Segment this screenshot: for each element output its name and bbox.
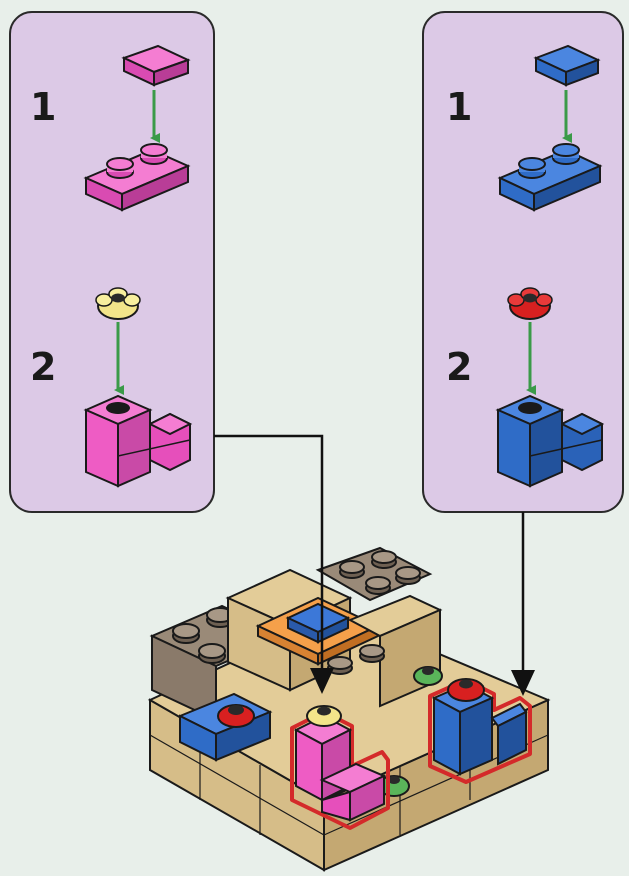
red-flower-part (507, 287, 553, 320)
pink-brick-part (83, 394, 193, 488)
pink-seat-callout (290, 705, 390, 830)
blue-brick-part (495, 394, 605, 488)
green-flower-back (413, 666, 443, 686)
blue-seat-callout (428, 678, 532, 784)
right-step-panel: 1 2 (422, 11, 624, 513)
pink-tile-part (121, 44, 191, 87)
left-step-1-number: 1 (30, 85, 56, 129)
right-step-1-number: 1 (446, 85, 472, 129)
left-step-2-number: 2 (30, 345, 56, 389)
base-assembly (147, 546, 551, 872)
left-callout-arrow (214, 434, 334, 694)
pink-plate-part (83, 143, 191, 212)
dark-tan-studs-middle (327, 644, 385, 675)
yellow-flower-part (95, 287, 141, 320)
left-blue-brick-with-red-flower (177, 692, 273, 762)
right-callout-arrow (511, 512, 535, 696)
dark-tan-studs-right (339, 550, 421, 595)
left-panel-background (9, 11, 215, 513)
right-step-2-number: 2 (446, 345, 472, 389)
left-step-panel: 1 2 (9, 11, 215, 513)
blue-plate-part (497, 143, 603, 212)
blue-tile-part (533, 44, 601, 87)
